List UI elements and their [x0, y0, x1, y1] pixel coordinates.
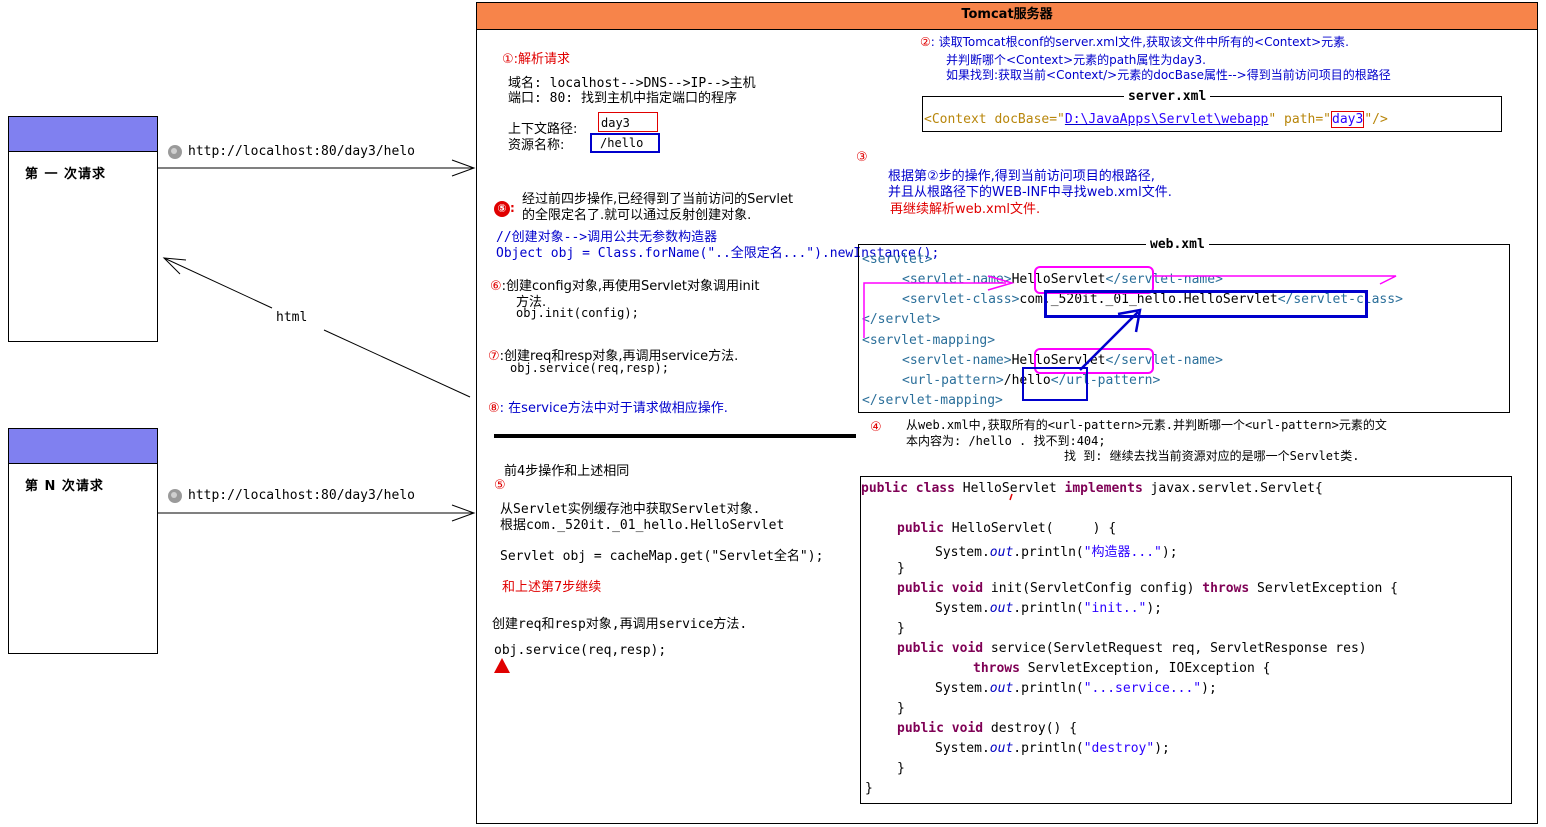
code-line: public HelloServlet( ) { — [897, 521, 1117, 536]
step3-line3: 再继续解析web.xml文件. — [890, 202, 1041, 217]
step1-domain: 域名: localhost-->DNS-->IP-->主机 — [508, 76, 756, 91]
docbase-value: D:\JavaApps\Servlet\webapp — [1064, 112, 1269, 127]
step5-number: ⑤: — [494, 201, 515, 217]
response-line-lower — [323, 329, 471, 398]
step8: ⑧: 在service方法中对于请求做相应操作. — [488, 401, 728, 416]
first-request-url: http://localhost:80/day3/helo — [168, 144, 415, 159]
step5-code: Object obj = Class.forName("..全限定名...").… — [496, 246, 940, 261]
code-line: System.out.println("init.."); — [935, 601, 1163, 616]
second-call: obj.service(req,resp); — [494, 643, 667, 658]
globe-icon — [168, 144, 182, 159]
code-line: } — [897, 621, 905, 636]
step3-line1: 根据第②步的操作,得到当前访问项目的根路径, — [888, 169, 1155, 184]
second-line1: 从Servlet实例缓存池中获取Servlet对象. — [500, 502, 761, 517]
step6-line2: 方法. — [516, 295, 547, 310]
step5-comment: //创建对象-->调用公共无参数构造器 — [496, 230, 718, 245]
step7-code: obj.service(req,resp); — [510, 361, 669, 375]
step6: ⑥:创建config对象,再使用Servlet对象调用init — [490, 279, 760, 294]
html-response-label: html — [276, 310, 308, 325]
second-intro: 前4步操作和上述相同 — [504, 464, 630, 479]
code-line: public void service(ServletRequest req, … — [897, 641, 1367, 656]
request-arrowhead-n — [451, 504, 476, 522]
response-line-upper — [163, 257, 273, 309]
client-title: 第 一 次请求 — [25, 167, 107, 182]
client-nth-request: 第 N 次请求 — [8, 428, 158, 654]
second-step5-number: ⑤ — [494, 478, 506, 493]
code-line: System.out.println("...service..."); — [935, 681, 1217, 696]
code-line: } — [897, 561, 905, 576]
cursor-marker-icon — [494, 658, 510, 673]
step7: ⑦:创建req和resp对象,再调用service方法. — [488, 349, 739, 364]
code-line: } — [865, 781, 873, 796]
step4-line1: 从web.xml中,获取所有的<url-pattern>元素.并判断哪一个<ur… — [906, 418, 1387, 432]
web-xml-url-pattern: <url-pattern>/hello</url-pattern> — [902, 373, 1161, 388]
step2-line2: 并判断哪个<Context>元素的path属性为day3. — [946, 53, 1206, 67]
servlet-class-value: com._520it._01_hello.HelloServlet — [1019, 292, 1278, 307]
second-line2: 根据com._520it._01_hello.HelloServlet — [500, 518, 785, 533]
url-pattern-value: /hello — [1003, 373, 1051, 388]
web-xml-label: web.xml — [1146, 237, 1209, 252]
code-line: System.out.println("destroy"); — [935, 741, 1170, 756]
code-line: public void init(ServletConfig config) t… — [897, 581, 1398, 596]
second-req-line: 创建req和resp对象,再调用service方法. — [492, 617, 748, 632]
client-first-request: 第 一 次请求 — [8, 116, 158, 342]
step1-resource-value: /hello — [590, 133, 660, 153]
code-line: } — [897, 761, 905, 776]
step5-line1: 经过前四步操作,已经得到了当前访问的Servlet — [522, 192, 794, 207]
step1-context-value: day3 — [598, 112, 658, 132]
path-value: day3 — [1331, 111, 1365, 128]
step4-line3: 找 到: 继续去找当前资源对应的是哪一个Servlet类. — [1064, 449, 1360, 463]
step1-title: ①:解析请求 — [502, 52, 571, 67]
second-code: Servlet obj = cacheMap.get("Servlet全名"); — [500, 549, 824, 564]
web-xml-mapping-open: <servlet-mapping> — [862, 333, 996, 348]
step5-line2: 的全限定名了.就可以通过反射创建对象. — [522, 208, 752, 223]
step1-resource-label: 资源名称: — [508, 138, 565, 153]
step2-line3: 如果找到:获取当前<Context/>元素的docBase属性-->得到当前访问… — [946, 68, 1391, 82]
globe-icon — [168, 488, 182, 503]
step4-line2: 本内容为: /hello . 找不到:404; — [906, 434, 1106, 448]
step3-number: ③ — [856, 150, 868, 165]
step2-line1: ②: 读取Tomcat根conf的server.xml文件,获取该文件中所有的<… — [920, 35, 1349, 49]
section-divider — [494, 434, 856, 438]
server-xml-box — [922, 96, 1502, 132]
code-line: } — [897, 701, 905, 716]
client-header-bar — [9, 429, 157, 464]
tomcat-server-header: Tomcat服务器 — [476, 2, 1538, 30]
server-xml-label: server.xml — [1124, 89, 1211, 104]
request-arrowhead-1 — [451, 159, 476, 177]
java-code-box: public class HelloServlet implements jav… — [860, 476, 1512, 804]
web-xml-servlet-close: </servlet> — [862, 312, 941, 327]
step1-context-label: 上下文路径: — [508, 122, 578, 137]
nth-request-url: http://localhost:80/day3/helo — [168, 488, 415, 503]
step3-line2: 并且从根路径下的WEB-INF中寻找web.xml文件. — [888, 185, 1172, 200]
step4-number: ④ — [870, 420, 882, 435]
second-continue: 和上述第7步继续 — [502, 580, 602, 595]
step1-port: 端口: 80: 找到主机中指定端口的程序 — [508, 91, 737, 106]
server-xml-context: <Context docBase="D:\JavaApps\Servlet\we… — [924, 111, 1388, 128]
code-line: System.out.println("构造器..."); — [935, 545, 1178, 560]
code-line: throws ServletException, IOException { — [973, 661, 1271, 676]
web-xml-servlet-open: <servlet> — [862, 252, 933, 267]
servlet-class-highlight — [1044, 290, 1368, 318]
response-arrowhead — [162, 257, 187, 275]
web-xml-mapping-close: </servlet-mapping> — [862, 393, 1003, 408]
client-title: 第 N 次请求 — [25, 479, 104, 494]
code-line: public class HelloServlet implements jav… — [861, 481, 1323, 496]
url-pattern-highlight — [1022, 367, 1088, 401]
client-header-bar — [9, 117, 157, 152]
step6-code: obj.init(config); — [516, 306, 639, 320]
code-line: public void destroy() { — [897, 721, 1078, 736]
